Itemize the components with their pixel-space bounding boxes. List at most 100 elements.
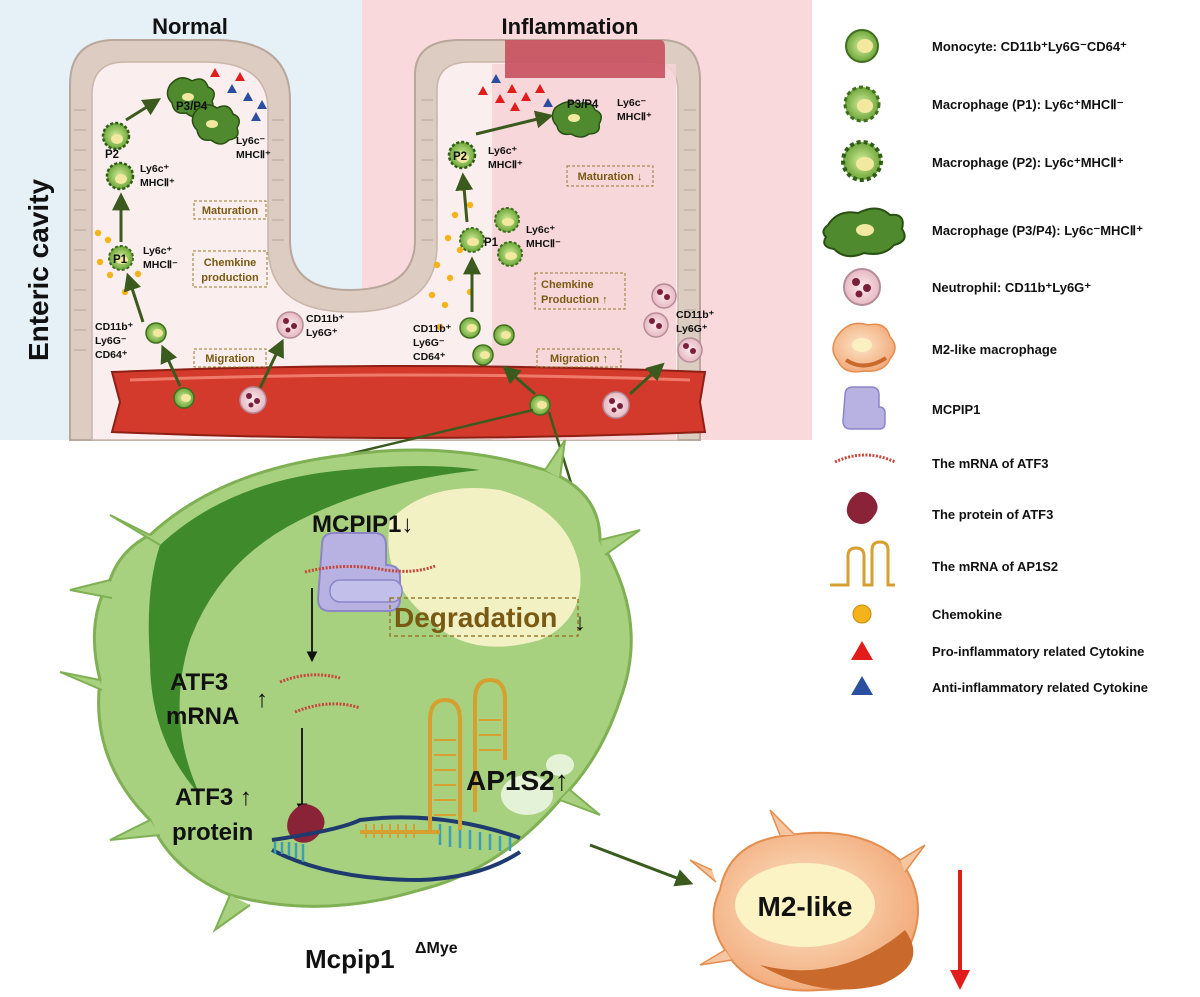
normal-monocyte-label-2: Ly6G⁻ bbox=[95, 335, 127, 347]
legend-text: Monocyte: CD11b⁺Ly6G⁻CD64⁺ bbox=[932, 39, 1127, 54]
normal-p1-label-2: MHCⅡ⁻ bbox=[143, 259, 178, 271]
inflammation-chemokine-box: Chemkine Production ↑ bbox=[534, 272, 626, 310]
atf3-mrna-free bbox=[279, 673, 361, 714]
degradation-box: Degradation ↓ bbox=[389, 597, 586, 637]
legend-text: Macrophage (P1): Ly6c⁺MHCⅡ⁻ bbox=[932, 97, 1124, 112]
legend-atf3-mrna: The mRNA of ATF3 bbox=[834, 453, 1049, 471]
inflammation-monocyte-label-2: Ly6G⁻ bbox=[413, 337, 445, 349]
inflammation-monocytes-tissue bbox=[459, 317, 515, 366]
arrow-to-p34 bbox=[125, 98, 162, 122]
arrow-migration bbox=[502, 365, 536, 396]
genotype-text: Mcpip1 bbox=[305, 944, 395, 974]
inflammation-maturation-box: Maturation ↓ bbox=[566, 165, 654, 187]
m2-decrease-arrowhead bbox=[950, 970, 970, 990]
normal-p34-label-2: MHCⅡ⁺ bbox=[236, 149, 271, 161]
legend-text: M2-like macrophage bbox=[932, 342, 1057, 357]
genotype-label: Mcpip1 ΔMye bbox=[305, 940, 458, 974]
pro-inflammatory-icon bbox=[851, 641, 873, 660]
legend-text: Neutrophil: CD11b⁺Ly6G⁺ bbox=[932, 280, 1091, 295]
m2-macrophage: M2-like bbox=[689, 809, 926, 992]
legend-neutrophil: Neutrophil: CD11b⁺Ly6G⁺ bbox=[843, 268, 1091, 306]
pro-inflammatory-icon bbox=[521, 92, 531, 101]
legend-pro-inflammatory: Pro-inflammatory related Cytokine bbox=[851, 641, 1144, 660]
normal-p2-tag: P2 bbox=[105, 149, 119, 161]
normal-arrows bbox=[112, 98, 284, 389]
inflammation-monocyte-label-1: CD11b⁺ bbox=[413, 323, 452, 335]
inflammation-p34-label-2: MHCⅡ⁺ bbox=[617, 111, 652, 123]
atf3-mrna-up-arrow: ↑ bbox=[256, 686, 268, 713]
inflammation-maturation-text: Maturation ↓ bbox=[578, 171, 643, 183]
legend-text: The mRNA of ATF3 bbox=[932, 456, 1049, 471]
inflammation-neutrophils bbox=[602, 283, 703, 419]
neutrophil-icon bbox=[843, 268, 881, 306]
atf3-mrna-icon bbox=[834, 453, 896, 464]
inflammation-p34-macrophage bbox=[551, 101, 602, 138]
anti-inflammatory-icon bbox=[251, 112, 261, 121]
normal-chemokine-box: Chemkine production bbox=[192, 250, 268, 288]
normal-monocyte-label-3: CD64⁺ bbox=[95, 349, 128, 361]
chemokine-icon bbox=[852, 604, 872, 624]
inflammation-monocyte-vessel bbox=[529, 394, 551, 416]
enteric-cavity-label: Enteric cavity bbox=[23, 179, 54, 362]
cell-protrusions bbox=[59, 439, 641, 933]
arrow-migration bbox=[160, 344, 182, 387]
legend: Monocyte: CD11b⁺Ly6G⁻CD64⁺ Macrophage (P… bbox=[822, 29, 1148, 695]
degradation-text: Degradation bbox=[394, 602, 557, 633]
atf3-protein-label-2: protein bbox=[172, 819, 253, 846]
legend-text: The protein of ATF3 bbox=[932, 507, 1053, 522]
inflammation-p1-tag: P1 bbox=[484, 237, 499, 249]
legend-text: Pro-inflammatory related Cytokine bbox=[932, 644, 1144, 659]
arrow-to-p34 bbox=[475, 110, 554, 136]
atf3-mrna-label-2: mRNA bbox=[166, 703, 239, 730]
normal-chemokine-text-2: production bbox=[201, 272, 259, 284]
normal-migration-text: Migration bbox=[205, 353, 255, 365]
legend-p1: Macrophage (P1): Ly6c⁺MHCⅡ⁻ bbox=[843, 85, 1124, 123]
normal-p34-tag: P3/P4 bbox=[176, 101, 208, 113]
arrow-neutrophil bbox=[628, 362, 665, 396]
normal-p34-macrophage bbox=[166, 77, 240, 145]
cytokines-inflammation bbox=[478, 74, 553, 111]
legend-text: Anti-inflammatory related Cytokine bbox=[932, 680, 1148, 695]
normal-p1-tag: P1 bbox=[113, 254, 128, 266]
atf3-protein-label-1: ATF3 ↑ bbox=[175, 784, 252, 811]
mcpip1-label: MCPIP1↓ bbox=[312, 511, 413, 538]
normal-p1-label-1: Ly6c⁺ bbox=[143, 245, 173, 257]
inflammation-chemokine-text-1: Chemkine bbox=[541, 279, 594, 291]
normal-p1-macrophage bbox=[108, 245, 134, 271]
cell-nucleus bbox=[388, 488, 581, 647]
inflammation-p1-label-1: Ly6c⁺ bbox=[526, 224, 556, 236]
inflammation-p2-tag: P2 bbox=[453, 151, 467, 163]
anti-inflammatory-icon bbox=[257, 100, 267, 109]
legend-mcpip1: MCPIP1 bbox=[842, 386, 980, 430]
normal-neutrophil-label-1: CD11b⁺ bbox=[306, 313, 345, 325]
normal-monocyte-label-1: CD11b⁺ bbox=[95, 321, 134, 333]
degradation-arrow: ↓ bbox=[574, 609, 586, 636]
legend-ap1s2-mrna: The mRNA of AP1S2 bbox=[830, 540, 1058, 587]
legend-monocyte: Monocyte: CD11b⁺Ly6G⁻CD64⁺ bbox=[845, 29, 1127, 63]
arrow-to-m2 bbox=[589, 843, 694, 887]
pro-inflammatory-icon bbox=[495, 94, 505, 103]
inflammation-neutrophil-label-2: Ly6G⁺ bbox=[676, 323, 708, 335]
pro-inflammatory-icon bbox=[210, 68, 220, 77]
legend-p2: Macrophage (P2): Ly6c⁺MHCⅡ⁺ bbox=[841, 140, 1124, 182]
inflammation-p34-tag: P3/P4 bbox=[567, 99, 599, 111]
inflammation-p34-label-1: Ly6c⁻ bbox=[617, 97, 647, 109]
anti-inflammatory-icon bbox=[851, 676, 873, 695]
normal-p2-label-1: Ly6c⁺ bbox=[140, 163, 170, 175]
pro-inflammatory-icon bbox=[510, 102, 520, 111]
legend-text: The mRNA of AP1S2 bbox=[932, 559, 1058, 574]
legend-atf3-protein: The protein of ATF3 bbox=[846, 491, 1053, 524]
inflammation-p2-label-2: MHCⅡ⁺ bbox=[488, 159, 523, 171]
inflammation-arrows bbox=[455, 110, 665, 396]
normal-p34-label-1: Ly6c⁻ bbox=[236, 135, 266, 147]
legend-text: Macrophage (P3/P4): Ly6c⁻MHCⅡ⁺ bbox=[932, 223, 1143, 238]
inflammation-migration-text: Migration ↑ bbox=[550, 353, 608, 365]
genotype-superscript: ΔMye bbox=[415, 940, 458, 957]
inflammation-p2-label-1: Ly6c⁺ bbox=[488, 145, 518, 157]
normal-p2-label-2: MHCⅡ⁺ bbox=[140, 177, 175, 189]
inflammation-migration-box: Migration ↑ bbox=[536, 348, 622, 368]
normal-p2-macrophage bbox=[101, 121, 135, 191]
legend-text: MCPIP1 bbox=[932, 402, 980, 417]
inflammation-chemokine-text-2: Production ↑ bbox=[541, 294, 608, 306]
